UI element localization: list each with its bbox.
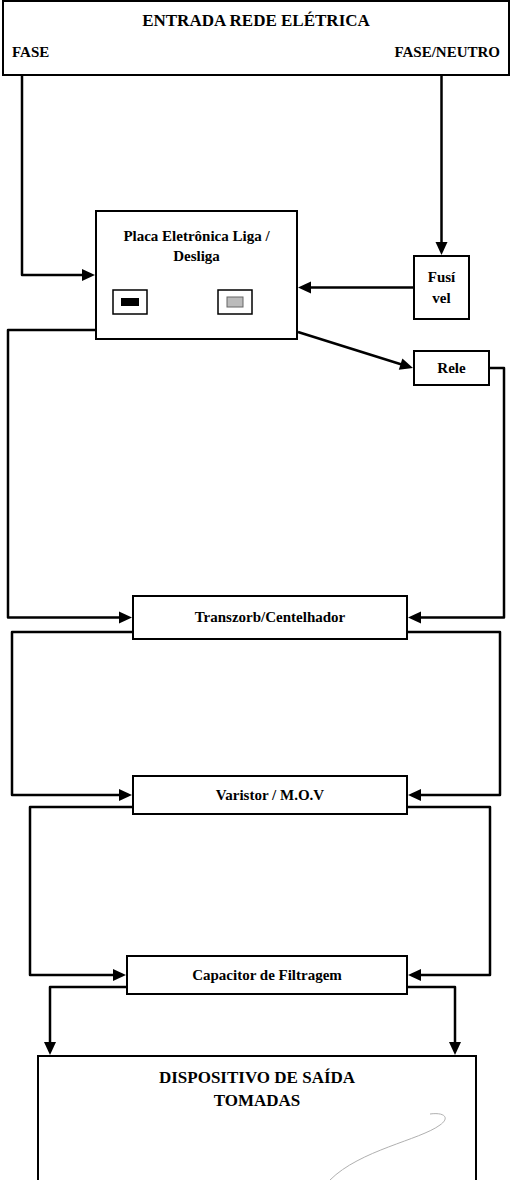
button-icon	[113, 290, 147, 314]
connector-line	[12, 632, 132, 795]
connector-line	[30, 807, 132, 975]
node-label: Capacitor de Filtragem	[192, 965, 342, 985]
connector-line	[408, 632, 500, 795]
arrow-head	[399, 358, 413, 369]
arrow-head	[408, 612, 421, 624]
connector-line	[50, 987, 126, 1044]
relay-box: Rele	[413, 350, 490, 386]
arrow-head	[82, 269, 95, 281]
connector-line	[440, 76, 443, 244]
connector-arrow	[44, 987, 126, 1055]
plug-sketch	[330, 1114, 445, 1180]
button-icon	[218, 290, 252, 314]
connector-arrow	[408, 987, 461, 1055]
connector-line	[408, 807, 490, 975]
connector-arrow	[408, 632, 500, 801]
arrow-head	[119, 612, 132, 624]
node-label: Varistor / M.O.V	[216, 785, 324, 805]
arrow-head	[449, 1042, 461, 1055]
connector-arrow	[8, 330, 132, 624]
connector-line	[298, 332, 403, 365]
arrow-head	[408, 789, 421, 801]
connector-line	[22, 76, 84, 275]
node-label: Transzorb/Centelhador	[195, 607, 346, 627]
arrow-head	[119, 789, 132, 801]
capacitor-box: Capacitor de Filtragem	[126, 955, 408, 995]
node-label: FASE/NEUTRO	[394, 42, 500, 62]
input-box: ENTRADA REDE ELÉTRICA FASE FASE/NEUTRO	[2, 0, 510, 76]
control-board-box: Placa Eletrônica Liga / Desliga	[95, 210, 298, 340]
connector-arrow	[436, 76, 448, 255]
arrow-head	[113, 969, 126, 981]
node-label: DISPOSITIVO DE SAÍDA TOMADAS	[142, 1067, 372, 1113]
connector-arrow	[408, 368, 504, 624]
connector-line	[419, 368, 504, 618]
node-label: FASE	[12, 42, 49, 62]
arrow-head	[436, 242, 448, 255]
fuse-box: Fusí vel	[413, 255, 470, 320]
connector-arrow	[30, 807, 132, 981]
connector-line	[309, 286, 413, 289]
button-mark	[227, 297, 243, 307]
connector-line	[8, 330, 121, 618]
varistor-box: Varistor / M.O.V	[132, 775, 408, 815]
node-label: Placa Eletrônica Liga / Desliga	[117, 226, 277, 267]
suppressor-box: Transzorb/Centelhador	[132, 595, 408, 640]
connector-arrow	[298, 282, 413, 294]
arrow-head	[408, 969, 421, 981]
connector-line	[408, 987, 455, 1044]
node-label: Rele	[437, 358, 465, 378]
connector-arrow	[22, 76, 95, 281]
connector-arrow	[298, 332, 413, 370]
button-mark	[121, 298, 139, 306]
connector-arrow	[12, 632, 132, 801]
output-box: DISPOSITIVO DE SAÍDA TOMADAS	[37, 1055, 477, 1180]
node-label: Fusí vel	[420, 267, 463, 308]
arrow-head	[44, 1042, 56, 1055]
connector-arrow	[408, 807, 490, 981]
arrow-head	[298, 282, 311, 294]
node-label: ENTRADA REDE ELÉTRICA	[4, 10, 508, 33]
